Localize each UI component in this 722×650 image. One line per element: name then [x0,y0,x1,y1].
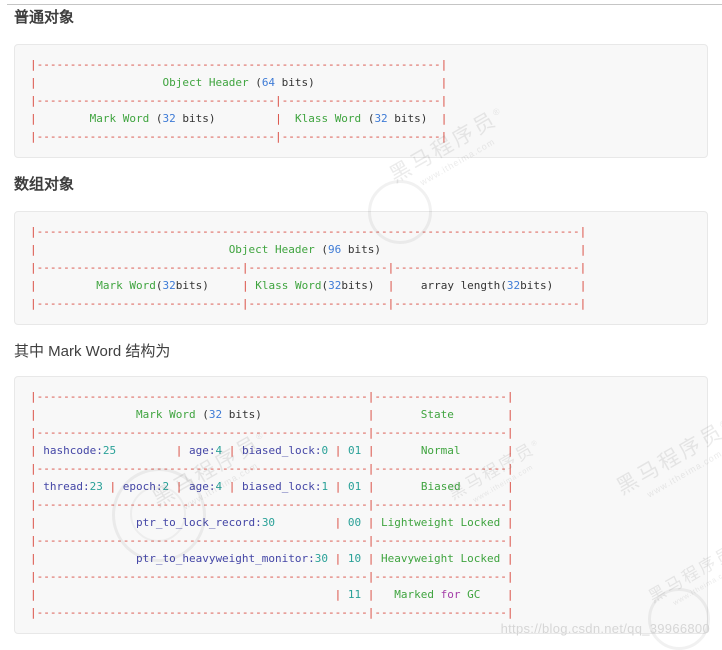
markword-intro-text: 其中 Mark Word 结构为 [14,343,171,360]
section-heading-array-object: 数组对象 [14,176,75,193]
csdn-url-watermark: https://blog.csdn.net/qq_39966800 [500,621,710,636]
ascii-diagram-array-object-header: |---------------------------------------… [14,211,708,325]
top-divider [7,4,722,5]
ascii-diagram-markword-structure: |---------------------------------------… [14,376,708,634]
section-heading-normal-object: 普通对象 [14,9,75,26]
registered-mark: ® [717,416,722,430]
ascii-diagram-normal-object-header: |---------------------------------------… [14,44,708,158]
